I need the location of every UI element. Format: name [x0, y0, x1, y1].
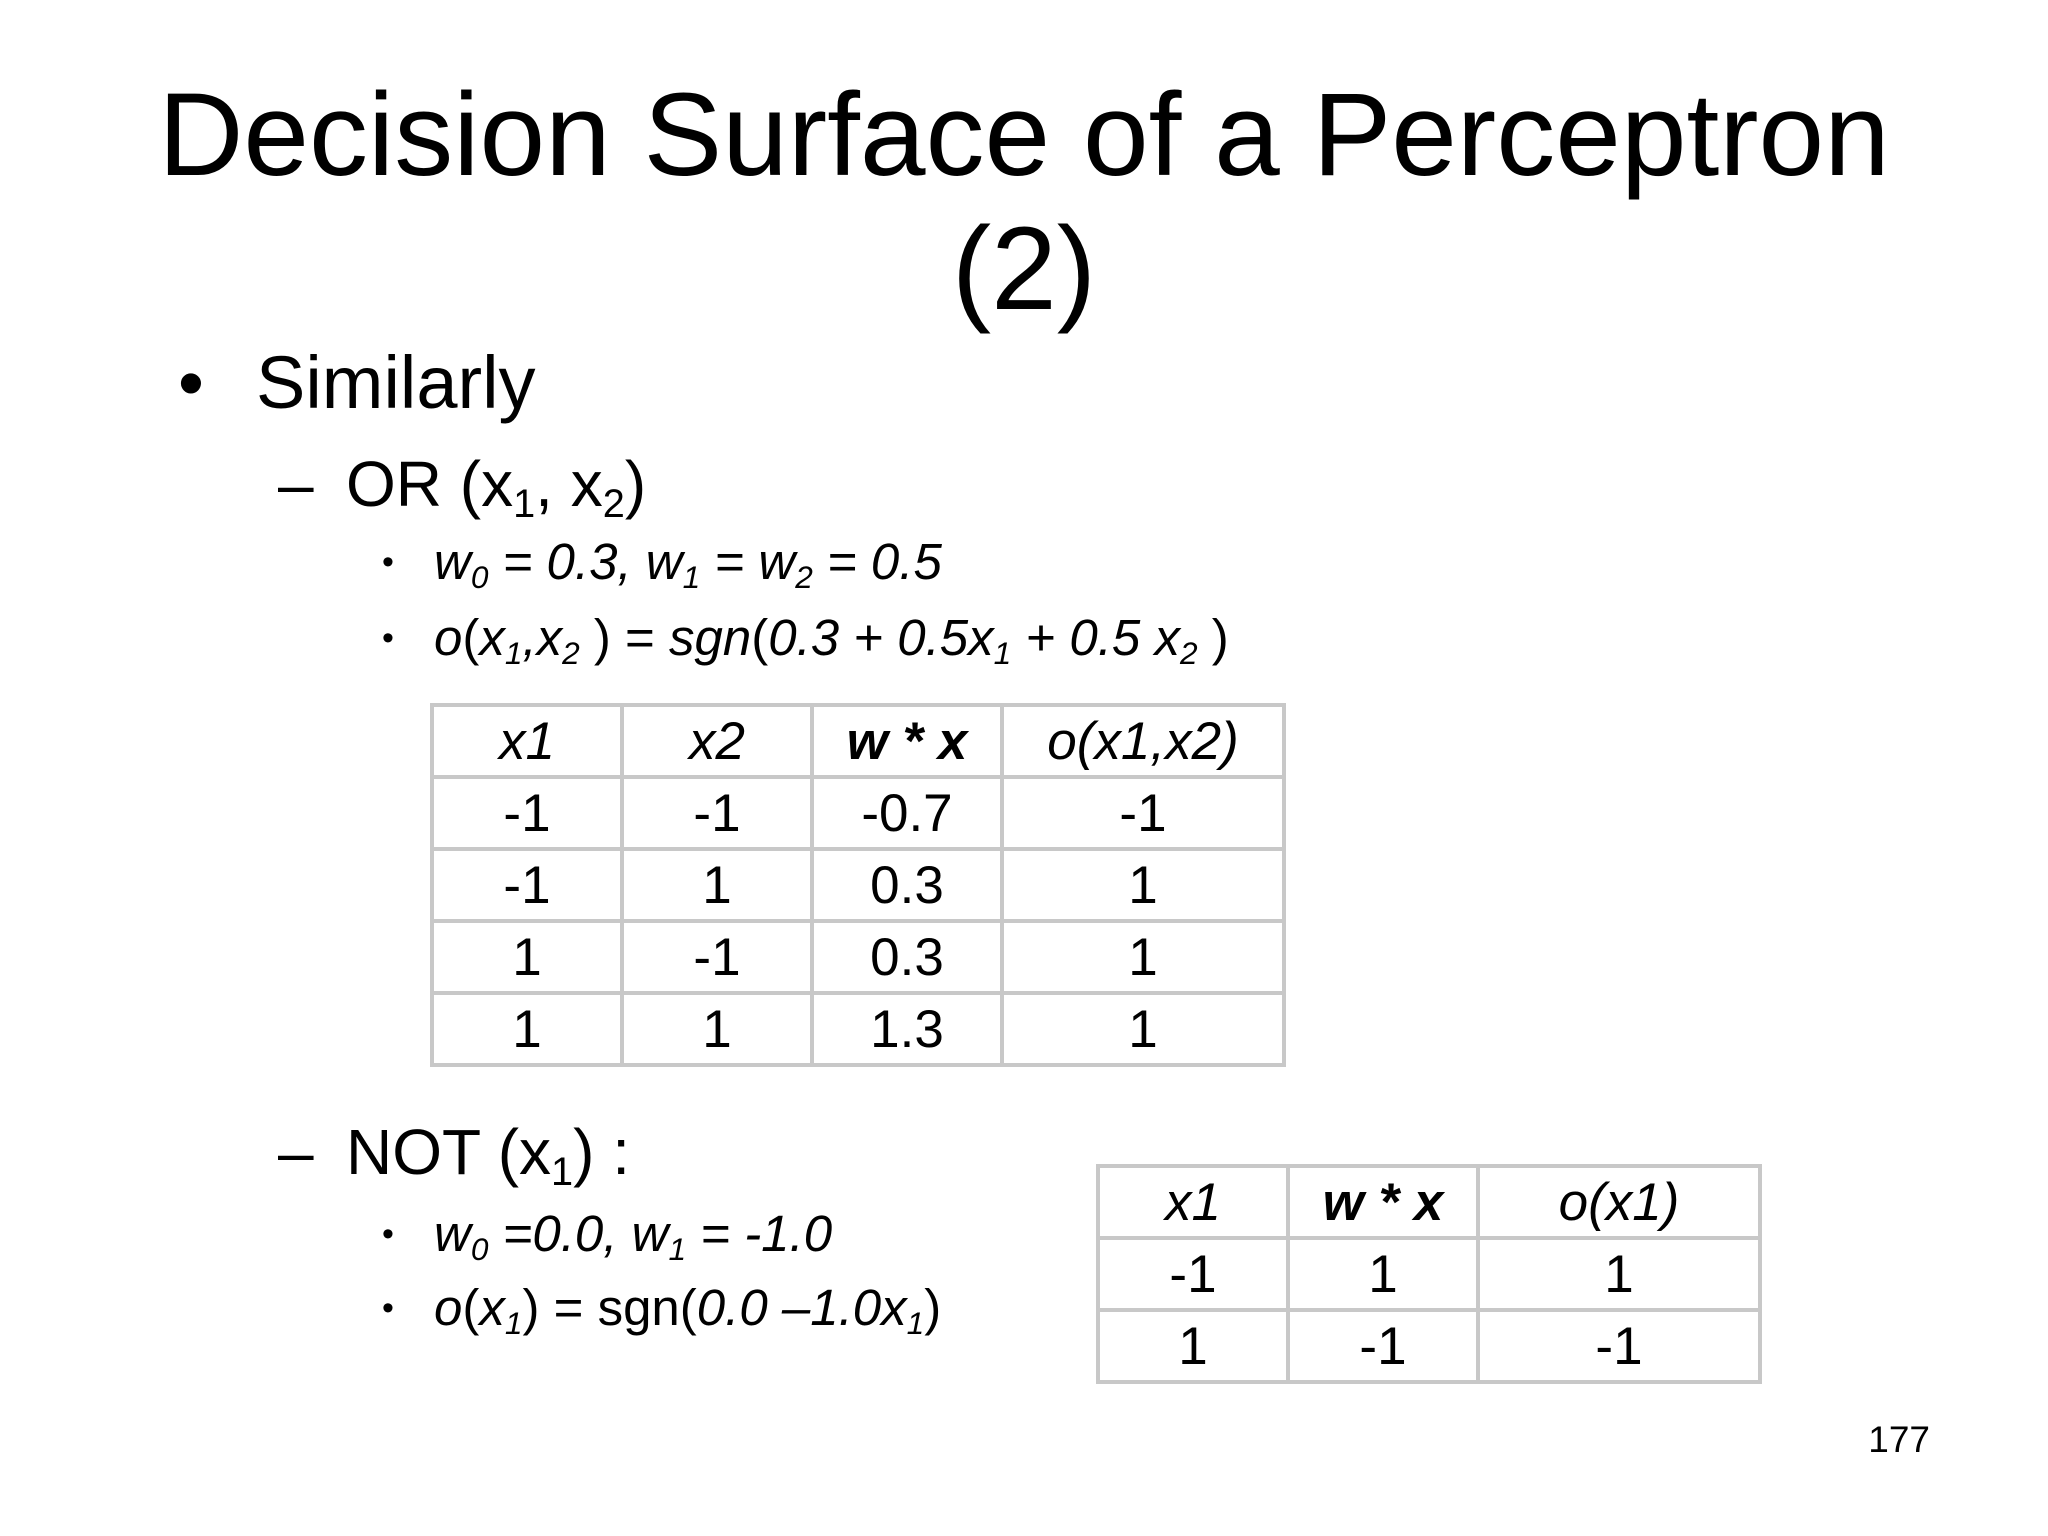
or-formula: •o(x1,x2 ) = sgn(0.3 + 0.5x1 + 0.5 x2 ): [382, 609, 1229, 671]
table-cell: -1: [620, 919, 814, 995]
table-header-cell: x1: [1096, 1164, 1290, 1240]
table-cell: -1: [430, 775, 624, 851]
table-cell: -0.7: [810, 775, 1004, 851]
not-truth-table: x1 w * x o(x1) -1 1 1 1 -1 -1: [1096, 1164, 1762, 1384]
table-cell: 1: [1286, 1236, 1480, 1312]
table-header-cell: w * x: [1286, 1164, 1480, 1240]
table-row: 1 1 1.3 1: [430, 991, 1286, 1067]
table-cell: -1: [1096, 1236, 1290, 1312]
table-cell: 1: [1096, 1308, 1290, 1384]
bullet-similarly: • Similarly: [178, 338, 536, 428]
table-header-cell: x1: [430, 703, 624, 779]
not-heading: –NOT (x1) :: [278, 1116, 630, 1195]
or-weights: •w0 = 0.3, w1 = w2 = 0.5: [382, 533, 942, 595]
table-header-cell: x2: [620, 703, 814, 779]
slide-title: Decision Surface of a Perceptron (2): [0, 68, 2048, 336]
bullet-dot-icon: •: [382, 1215, 394, 1253]
table-cell: 1: [1000, 847, 1286, 923]
table-header-cell: o(x1,x2): [1000, 703, 1286, 779]
bullet-similarly-text: Similarly: [256, 341, 536, 424]
table-cell: 1: [1000, 991, 1286, 1067]
table-cell: -1: [620, 775, 814, 851]
table-row: -1 1 1: [1096, 1236, 1762, 1312]
table-header-row: x1 x2 w * x o(x1,x2): [430, 703, 1286, 779]
table-cell: 1: [430, 991, 624, 1067]
table-row: 1 -1 -1: [1096, 1308, 1762, 1384]
bullet-dot-icon: •: [178, 341, 204, 424]
table-cell: -1: [1286, 1308, 1480, 1384]
slide-title-line2: (2): [951, 203, 1097, 335]
not-weights: •w0 =0.0, w1 = -1.0: [382, 1205, 833, 1267]
page-number: 177: [1868, 1419, 1930, 1460]
table-cell: -1: [1000, 775, 1286, 851]
or-truth-table: x1 x2 w * x o(x1,x2) -1 -1 -0.7 -1 -1 1 …: [430, 703, 1286, 1067]
dash-icon: –: [278, 448, 314, 520]
or-heading: –OR (x1, x2): [278, 448, 647, 527]
table-header-row: x1 w * x o(x1): [1096, 1164, 1762, 1240]
table-cell: 1: [620, 991, 814, 1067]
table-cell: 1: [430, 919, 624, 995]
table-row: -1 1 0.3 1: [430, 847, 1286, 923]
table-row: -1 -1 -0.7 -1: [430, 775, 1286, 851]
table-cell: -1: [430, 847, 624, 923]
not-formula: •o(x1) = sgn(0.0 –1.0x1): [382, 1279, 942, 1341]
table-cell: -1: [1476, 1308, 1762, 1384]
table-cell: 1: [620, 847, 814, 923]
table-cell: 0.3: [810, 919, 1004, 995]
table-row: 1 -1 0.3 1: [430, 919, 1286, 995]
table-cell: 1.3: [810, 991, 1004, 1067]
slide-title-line1: Decision Surface of a Perceptron: [158, 69, 1890, 201]
bullet-dot-icon: •: [382, 543, 394, 581]
dash-icon: –: [278, 1116, 314, 1188]
table-header-cell: w * x: [810, 703, 1004, 779]
table-header-cell: o(x1): [1476, 1164, 1762, 1240]
table-cell: 0.3: [810, 847, 1004, 923]
bullet-dot-icon: •: [382, 619, 394, 657]
table-cell: 1: [1000, 919, 1286, 995]
table-cell: 1: [1476, 1236, 1762, 1312]
bullet-dot-icon: •: [382, 1289, 394, 1327]
